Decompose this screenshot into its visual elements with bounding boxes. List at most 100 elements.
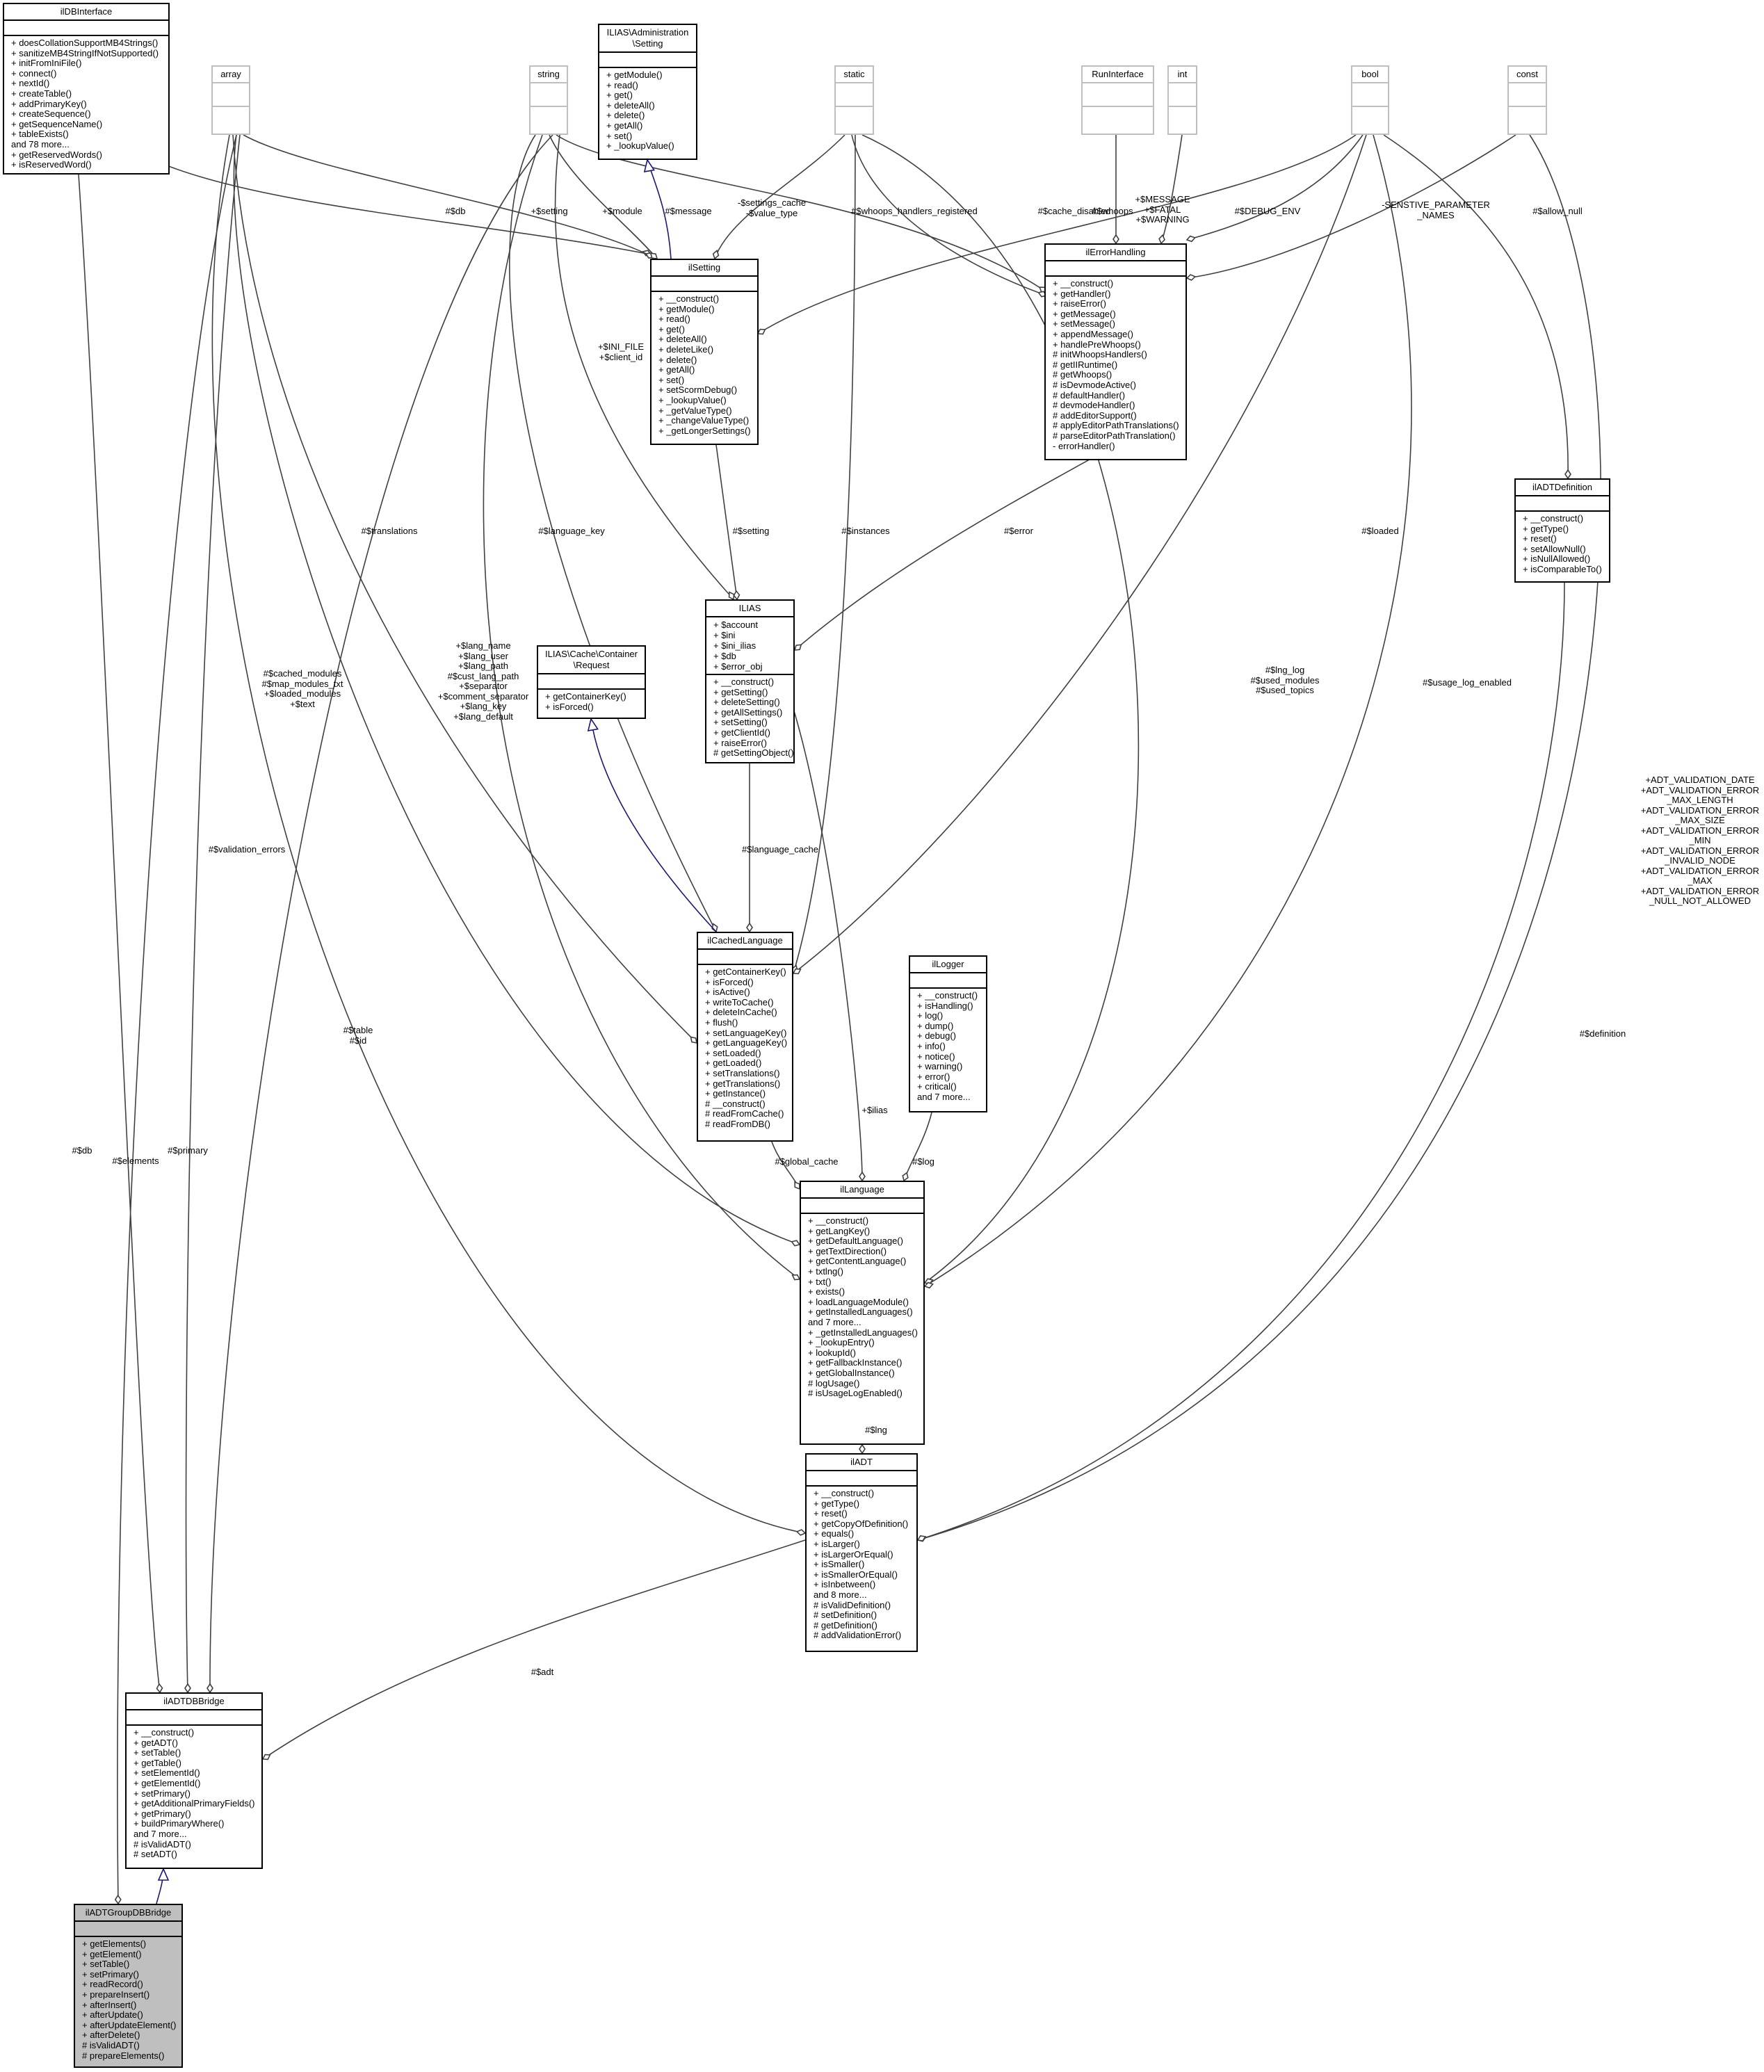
class-operations: + __construct()+ getSetting()+ deleteSet…: [706, 675, 794, 761]
edge-label: #$db: [445, 206, 466, 216]
operation-line: + txtlng(): [808, 1265, 843, 1277]
class-box-const[interactable]: const: [1507, 65, 1547, 135]
aggregation-edge: [924, 134, 1412, 1287]
class-box-int[interactable]: int: [1167, 65, 1197, 135]
aggregation-diamond: [649, 252, 658, 259]
attribute-line: + $ini: [713, 630, 736, 640]
operation-line: + isForced(): [705, 976, 754, 987]
class-attributes: [75, 1922, 181, 1937]
operation-line: + getLanguageKey(): [705, 1037, 788, 1049]
class-attributes: [599, 53, 696, 68]
operation-line: + _changeValueType(): [658, 415, 750, 426]
operation-line: + handlePreWhoops(): [1053, 339, 1141, 350]
operation-line: and 7 more...: [917, 1091, 971, 1102]
aggregation-edge: [788, 695, 863, 1181]
aggregation-edge: [78, 174, 161, 1693]
edge-label: #$instances: [841, 526, 890, 536]
class-box-ilADTDBBridge[interactable]: ilADTDBBridge+ __construct()+ getADT()+ …: [125, 1692, 263, 1869]
class-box-bool[interactable]: bool: [1351, 65, 1389, 135]
operation-line: + getSequenceName(): [11, 118, 103, 129]
operation-line: + getAll(): [658, 364, 695, 375]
class-name: ILIAS\Cache\Container\Request: [538, 647, 645, 674]
operation-line: + read(): [658, 314, 690, 325]
class-operations: + getModule()+ read()+ get()+ deleteAll(…: [599, 68, 696, 154]
class-box-adminSetting[interactable]: ILIAS\Administration\Setting + getModule(…: [598, 24, 697, 160]
operation-line: + afterUpdateElement(): [82, 2019, 177, 2030]
class-box-ilSetting[interactable]: ilSetting+ __construct()+ getModule()+ r…: [650, 259, 759, 445]
class-box-ilLanguage[interactable]: ilLanguage+ __construct()+ getLangKey()+…: [800, 1181, 925, 1445]
operation-line: + _getValueType(): [658, 405, 732, 416]
operation-line: + readRecord(): [82, 1979, 143, 1990]
edge-label: #$global_cache: [775, 1156, 839, 1167]
class-name: ilLogger: [910, 957, 986, 973]
operation-line: # readFromCache(): [705, 1108, 784, 1119]
class-attributes: [1083, 83, 1153, 107]
class-box-ilCachedLanguage[interactable]: ilCachedLanguage+ getContainerKey()+ isF…: [697, 932, 793, 1142]
operation-line: + flush(): [705, 1017, 738, 1028]
aggregation-edge: [262, 1539, 806, 1760]
class-box-ilADTGroupDBBridge[interactable]: ilADTGroupDBBridge+ getElements()+ getEl…: [74, 1904, 183, 2068]
operation-line: # isUsageLogEnabled(): [808, 1388, 903, 1399]
aggregation-edge: [233, 134, 800, 1245]
operation-line: + set(): [606, 130, 633, 141]
operation-line: + setPrimary(): [133, 1788, 191, 1799]
class-box-ilLogger[interactable]: ilLogger+ __construct()+ isHandling()+ l…: [909, 955, 987, 1112]
operation-line: + getElementId(): [133, 1777, 201, 1788]
class-attributes: [910, 973, 986, 989]
aggregation-diamond: [184, 1683, 191, 1694]
class-attributes: + $account+ $ini+ $ini_ilias+ $db+ $erro…: [706, 617, 793, 675]
operation-line: and 8 more...: [814, 1589, 867, 1600]
class-box-ilErrorHandling[interactable]: ilErrorHandling+ __construct()+ getHandl…: [1044, 243, 1187, 460]
edge-label: -SENSTIVE_PARAMETER_NAMES: [1382, 200, 1490, 220]
operation-line: + deleteSetting(): [713, 697, 780, 708]
class-name: ILIAS\Administration\Setting: [599, 25, 696, 53]
aggregation-diamond: [261, 1754, 271, 1761]
operation-line: + reset(): [1523, 533, 1557, 544]
operation-line: # logUsage(): [808, 1377, 860, 1389]
class-box-string[interactable]: string: [529, 65, 568, 135]
operation-line: + __construct(): [814, 1488, 875, 1498]
class-operations: + getContainerKey()+ isForced()+ isActiv…: [698, 965, 792, 1132]
edge-label: #$DEBUG_ENV: [1234, 206, 1301, 216]
class-box-ilADT[interactable]: ilADT+ __construct()+ getType()+ reset()…: [805, 1453, 918, 1652]
class-box-ILIAS[interactable]: ILIAS+ $account+ $ini+ $ini_ilias+ $db+ …: [705, 599, 795, 763]
aggregation-edge: [211, 134, 806, 1534]
class-box-array[interactable]: array: [211, 65, 250, 135]
operation-line: # getSettingObject(): [713, 747, 794, 759]
class-box-ilADTDefinition[interactable]: ilADTDefinition+ __construct()+ getType(…: [1514, 478, 1610, 583]
operation-line: + log(): [917, 1010, 944, 1021]
class-name: static: [836, 67, 873, 83]
class-attributes: [1046, 261, 1186, 277]
operation-line: + setAllowNull(): [1523, 543, 1586, 554]
class-attributes: [801, 1199, 923, 1214]
class-name: bool: [1352, 67, 1388, 83]
aggregation-diamond: [902, 1172, 909, 1182]
operation-line: + _lookupEntry(): [808, 1337, 875, 1348]
operation-line: + addPrimaryKey(): [11, 98, 87, 109]
class-box-cacheRequest[interactable]: ILIAS\Cache\Container\Request+ getContai…: [537, 645, 646, 719]
operation-line: # isDevmodeActive(): [1053, 379, 1136, 390]
operation-line: + set(): [658, 374, 685, 385]
operation-line: + isComparableTo(): [1523, 563, 1602, 574]
class-name: ilDBInterface: [4, 4, 168, 21]
operation-line: + __construct(): [808, 1215, 869, 1226]
aggregation-diamond: [795, 1529, 807, 1536]
class-box-static[interactable]: static: [834, 65, 874, 135]
aggregation-edge: [917, 582, 1565, 1541]
operation-line: + setMessage(): [1053, 318, 1115, 330]
operation-line: + setTable(): [133, 1747, 181, 1758]
aggregation-diamond: [794, 1181, 800, 1190]
class-box-RunInterface[interactable]: RunInterface: [1081, 65, 1154, 135]
aggregation-diamond: [859, 1443, 866, 1455]
aggregation-edge: [166, 165, 652, 255]
operation-line: + prepareInsert(): [82, 1989, 150, 2000]
class-box-ilDBInterface[interactable]: ilDBInterface+ doesCollationSupportMB4St…: [3, 3, 170, 175]
edge-label: #$adt: [531, 1667, 554, 1677]
operation-line: + setScormDebug(): [658, 385, 738, 396]
operation-line: + _lookupValue(): [658, 394, 727, 405]
attribute-line: + $error_obj: [713, 661, 763, 672]
operation-line: + __construct(): [917, 990, 978, 1001]
class-attributes: [127, 1710, 261, 1726]
aggregation-diamond: [1186, 274, 1197, 281]
operation-line: + getType(): [814, 1498, 860, 1509]
